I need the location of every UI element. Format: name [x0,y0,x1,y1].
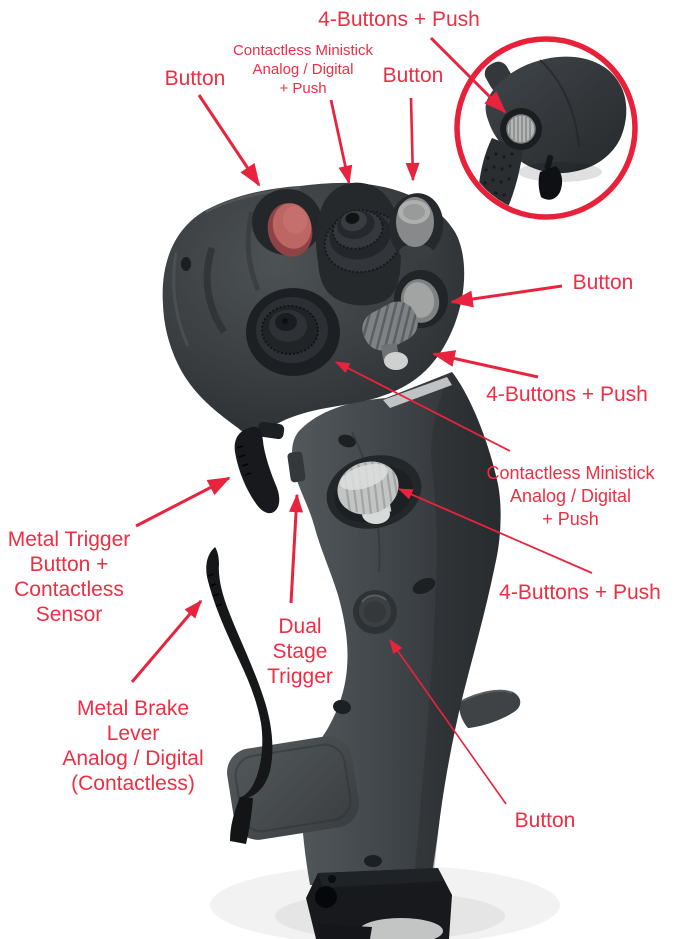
label-ministick-right: Contactless Ministick Analog / Digital +… [486,463,655,529]
label-button-bottom: Button [514,809,576,832]
front-hat [246,288,340,376]
arrow-button-right [450,284,563,308]
rear-lever [538,166,563,200]
label-dual-stage: Dual Stage Trigger [267,615,333,688]
pinky-paddle [459,689,521,728]
head-side-hole [181,257,191,271]
label-4buttons-right: 4-Buttons + Push [486,383,648,406]
rear-view-inset [454,36,638,220]
arrow-brake-lever [130,599,203,683]
label-ministick-top: Contactless Ministick Analog / Digital +… [232,42,374,97]
arrow-button-top-left [197,94,261,187]
top-ministick [316,182,402,306]
arrow-top-4buttons [429,36,507,114]
arrow-4buttons-right [432,350,539,379]
label-button-top-left: Button [164,67,226,90]
label-button-top-center: Button [382,64,444,87]
arrow-4buttons-lower [397,488,593,574]
label-brake-lever: Metal Brake Lever Analog / Digital (Cont… [62,697,204,795]
label-button-right: Button [572,271,634,294]
annotation-arrows [130,36,593,805]
lower-lobe [227,736,359,840]
arrow-button-bottom [389,639,507,805]
label-metal-trigger: Metal Trigger Button + Contactless Senso… [7,528,131,626]
handle-ministick [326,455,422,529]
grip-base [306,868,452,939]
brake-lever [206,547,273,844]
arrow-ministick-right [334,361,511,452]
label-4buttons-top: 4-Buttons + Push [318,8,480,31]
label-4buttons-lower: 4-Buttons + Push [499,581,661,604]
red-button [252,189,322,257]
arrow-dual-stage [289,493,304,604]
arrow-button-top-center [405,97,420,182]
metal-push-button [388,193,444,260]
joystick-grip [162,182,521,939]
inset-ring [454,36,638,220]
dual-stage-trigger-part [234,421,285,514]
arrow-ministick-top [329,99,353,185]
handle-round-button [353,590,397,634]
arrow-metal-trigger [135,476,231,528]
